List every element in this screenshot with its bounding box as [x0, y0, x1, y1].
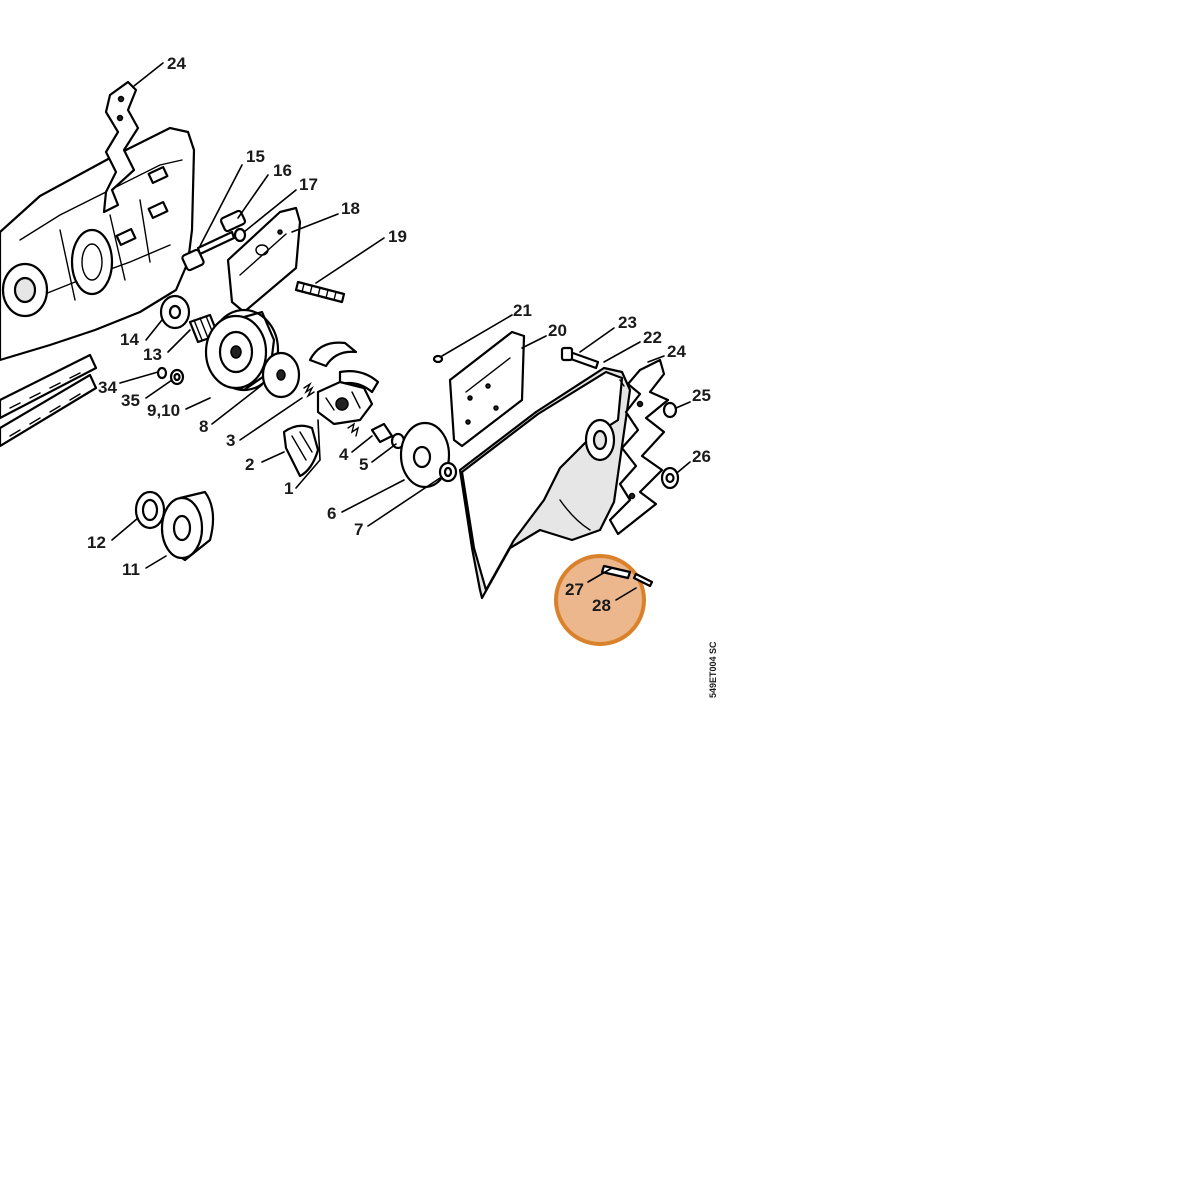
- screw-28: [632, 572, 654, 588]
- callout-17: 17: [299, 175, 318, 194]
- callout-19: 19: [388, 227, 407, 246]
- washer-17: [233, 227, 247, 243]
- nut-25: [662, 401, 678, 419]
- callout-20: 20: [548, 321, 567, 340]
- callout-16: 16: [273, 161, 292, 180]
- callout-26: 26: [692, 447, 711, 466]
- leader-lines: [111, 62, 691, 601]
- disc-6: [399, 421, 451, 489]
- callout-15: 15: [246, 147, 265, 166]
- callout-27: 27: [565, 580, 584, 599]
- guard-cover-22: [458, 366, 632, 600]
- callout-1: 1: [284, 479, 293, 498]
- callout-21: 21: [513, 301, 532, 320]
- callout-18: 18: [341, 199, 360, 218]
- callout-25: 25: [692, 386, 711, 405]
- callout-7: 7: [354, 520, 363, 539]
- bolt-15: [181, 230, 236, 272]
- stud-19: [294, 280, 346, 304]
- spring-3: [303, 381, 315, 399]
- callout-12: 12: [87, 533, 106, 552]
- callout-9-10: 9,10: [147, 401, 180, 420]
- callout-labels: 24 15 16 17 18 19 14 13 34 35 9,10 8 3 2…: [87, 54, 711, 615]
- callout-13: 13: [143, 345, 162, 364]
- callout-35: 35: [121, 391, 140, 410]
- nut-7: [438, 461, 458, 483]
- callout-24: 24: [167, 54, 186, 73]
- screw-23: [560, 346, 600, 370]
- crankcase-housing: [0, 126, 196, 362]
- nut-26: [660, 466, 680, 490]
- pin-21: [432, 354, 444, 364]
- callout-22: 22: [643, 328, 662, 347]
- callout-28: 28: [592, 596, 611, 615]
- side-plate-18: [226, 206, 302, 314]
- bearing-12: [134, 490, 166, 530]
- callout-4: 4: [339, 445, 349, 464]
- callout-3: 3: [226, 431, 235, 450]
- gasket-24-left: [102, 80, 140, 214]
- spring-4: [347, 422, 360, 437]
- clutch-shoe-upper: [308, 341, 380, 394]
- callout-5: 5: [359, 455, 368, 474]
- clutch-carrier: [316, 380, 374, 426]
- callout-23: 23: [618, 313, 637, 332]
- highlight-circle: [554, 554, 646, 646]
- callout-2: 2: [245, 455, 254, 474]
- plate-20: [448, 330, 526, 448]
- callout-6: 6: [327, 504, 336, 523]
- callout-11: 11: [122, 560, 140, 579]
- disc-8: [261, 351, 301, 399]
- callout-8: 8: [199, 417, 208, 436]
- washer-14: [159, 294, 191, 330]
- impeller-2: [282, 424, 320, 478]
- pulley-11: [160, 490, 215, 562]
- bushing-5: [370, 422, 406, 450]
- clutch-drum: [204, 308, 280, 392]
- washer-34: [156, 366, 168, 380]
- callout-34: 34: [98, 378, 117, 397]
- callout-14: 14: [120, 330, 139, 349]
- nut-35: [169, 368, 185, 386]
- callout-24-right: 24: [667, 342, 686, 361]
- drawing-number: 549ET004 SC: [708, 641, 718, 698]
- chain-segment: [0, 353, 98, 448]
- gasket-24-right: [608, 358, 670, 536]
